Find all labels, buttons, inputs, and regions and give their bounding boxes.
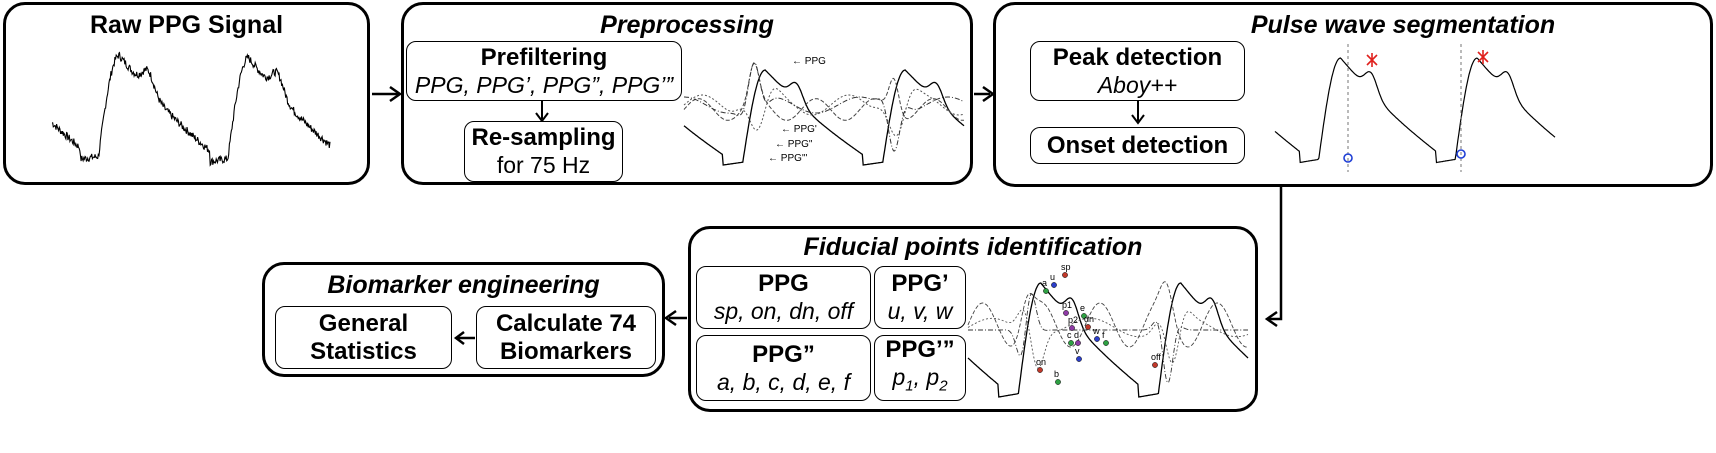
resampling-box: Re-sampling for 75 Hz	[464, 121, 623, 182]
arrow-raw-to-preprocessing	[372, 85, 403, 103]
stats-line1: General	[318, 309, 409, 337]
raw-ppg-title: Raw PPG Signal	[89, 11, 284, 39]
peak-detection-method: Aboy++	[1097, 71, 1178, 98]
arrow-calc-to-stats	[453, 331, 475, 345]
fiducial-label-v: v	[1075, 346, 1080, 356]
fiducial-label-c: c	[1067, 330, 1072, 340]
calculate-line1: Calculate 74	[495, 309, 637, 337]
fiducial-point-p1	[1063, 310, 1069, 316]
fiducial-point-e	[1081, 313, 1087, 319]
fiducial-label-p1: p1	[1062, 300, 1072, 310]
fiducial-label-off: off	[1151, 352, 1161, 362]
fiducial-label-w: w	[1092, 326, 1100, 336]
ppg2-fiducial-title: PPG”	[752, 340, 815, 368]
fiducial-point-p2	[1069, 325, 1075, 331]
ppg2-curve-label: ← PPG"	[775, 139, 813, 150]
peak-detection-label: Peak detection	[1052, 43, 1223, 71]
fiducial-label-dn: dn	[1084, 314, 1094, 324]
fiducial-label-b: b	[1054, 369, 1059, 379]
ppg3-fiducial-points: p1, p2	[892, 364, 948, 395]
fiducial-point-w	[1094, 336, 1100, 342]
fiducial-point-d	[1075, 340, 1081, 346]
biomarker-title: Biomarker engineering	[327, 271, 600, 299]
fiducial-point-f	[1103, 340, 1109, 346]
fiducial-point-v	[1076, 356, 1082, 362]
arrow-segmentation-to-fiducial	[1264, 186, 1283, 328]
preprocessing-derivatives-plot: ← PPG ← PPG' ← PPG" ← PPG'"	[683, 56, 965, 166]
ppg-fiducial-box: PPG sp, on, dn, off	[696, 266, 871, 329]
peak-detection-box: Peak detection Aboy++	[1030, 41, 1245, 101]
general-statistics-box: General Statistics	[275, 306, 452, 369]
fiducial-point-b	[1055, 379, 1061, 385]
arrow-peak-to-onset	[1131, 101, 1145, 125]
onset-marker	[1456, 149, 1466, 159]
resampling-rate: for 75 Hz	[496, 152, 591, 178]
ppg3-fiducial-box: PPG’” p1, p2	[874, 335, 966, 401]
fiducial-point-dn	[1085, 324, 1091, 330]
fiducial-point-c	[1068, 340, 1074, 346]
ppg3-curve-label: ← PPG'"	[768, 153, 808, 164]
fiducial-title: Fiducial points identification	[803, 233, 1143, 261]
calculate-biomarkers-box: Calculate 74 Biomarkers	[476, 306, 656, 369]
stats-line2: Statistics	[310, 337, 417, 365]
ppg-fiducial-title: PPG	[758, 270, 809, 297]
onset-marker	[1343, 153, 1353, 163]
onset-detection-box: Onset detection	[1030, 127, 1245, 164]
prefiltering-label: Prefiltering	[480, 43, 608, 71]
fiducial-label-p2: p2	[1068, 315, 1078, 325]
prefiltering-box: Prefiltering PPG, PPG’, PPG”, PPG’”	[406, 41, 682, 101]
ppg2-fiducial-box: PPG” a, b, c, d, e, f	[696, 335, 871, 401]
calculate-line2: Biomarkers	[499, 337, 633, 365]
ppg1-fiducial-box: PPG’ u, v, w	[874, 266, 966, 329]
fiducial-label-on: on	[1036, 357, 1046, 367]
resampling-label: Re-sampling	[471, 124, 616, 151]
onset-detection-label: Onset detection	[1046, 131, 1229, 159]
fiducial-point-on	[1037, 367, 1043, 373]
fiducial-point-u	[1051, 282, 1057, 288]
ppg1-curve-label: ← PPG'	[781, 124, 817, 135]
fiducial-label-d: d	[1074, 330, 1079, 340]
ppg3-fiducial-title: PPG’”	[885, 336, 955, 364]
fiducial-label-f: f	[1102, 330, 1105, 340]
ppg1-fiducial-points: u, v, w	[887, 298, 953, 324]
preprocessing-title: Preprocessing	[600, 11, 774, 39]
segmentation-plot	[1274, 44, 1556, 172]
ppg2-fiducial-points: a, b, c, d, e, f	[717, 368, 850, 395]
peak-marker	[1366, 50, 1489, 67]
ppg-fiducial-points: sp, on, dn, off	[713, 298, 854, 324]
fiducial-label-e: e	[1080, 303, 1085, 313]
fiducial-point-sp	[1062, 272, 1068, 278]
ppg1-fiducial-title: PPG’	[891, 270, 949, 297]
fiducial-point-a	[1043, 288, 1049, 294]
raw-ppg-panel: Raw PPG Signal	[3, 2, 370, 185]
arrow-fiducial-to-biomarker	[663, 309, 687, 327]
fiducial-label-a: a	[1042, 278, 1047, 288]
prefiltering-signals: PPG, PPG’, PPG”, PPG’”	[414, 71, 674, 98]
ppg-curve-label: ← PPG	[792, 56, 826, 67]
fiducial-label-u: u	[1050, 272, 1055, 282]
segmentation-title: Pulse wave segmentation	[1250, 11, 1556, 39]
raw-ppg-waveform	[51, 51, 331, 167]
fiducial-label-sp: sp	[1061, 262, 1071, 272]
fiducial-point-off	[1152, 362, 1158, 368]
